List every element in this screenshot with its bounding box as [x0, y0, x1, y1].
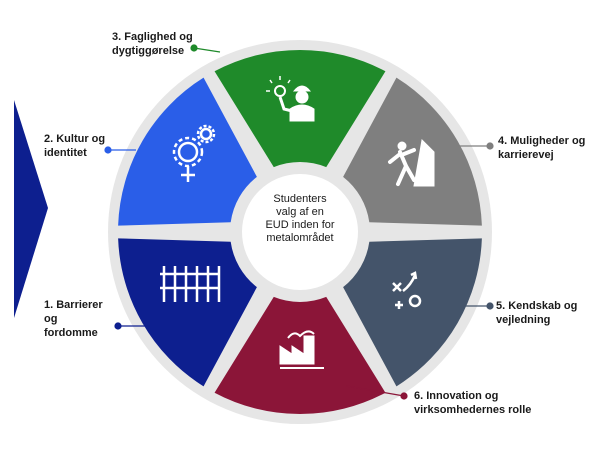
segment-2	[118, 77, 257, 226]
strategy-icon	[392, 271, 422, 309]
connector-6	[345, 385, 405, 397]
center-line: EUD inden for	[265, 219, 335, 231]
center-line: valg af en	[276, 206, 324, 218]
segment-1	[118, 238, 257, 387]
center-line: metalområdet	[266, 232, 334, 244]
connector-dot-5	[486, 302, 494, 310]
label-line: 1. Barrierer	[44, 299, 103, 311]
label-line: 5. Kendskab og	[496, 300, 578, 312]
label-segment-3: 3. Faglighed og dygtiggørelse	[112, 30, 193, 58]
label-line: dygtiggørelse	[112, 45, 185, 57]
gender-gears-icon	[172, 124, 216, 182]
label-line: 3. Faglighed og	[112, 31, 193, 43]
center-circle	[242, 174, 358, 290]
connector-dot-1	[114, 322, 122, 330]
label-segment-5: 5. Kendskab og vejledning	[496, 299, 577, 327]
connectors	[104, 44, 494, 400]
label-line: virksomhedernes rolle	[414, 404, 532, 416]
label-segment-4: 4. Muligheder og karrierevej	[498, 134, 585, 162]
connector-dot-6	[400, 392, 408, 400]
left-arrow-shape	[14, 100, 48, 318]
factory-icon	[279, 330, 324, 369]
label-line: karrierevej	[498, 149, 554, 161]
center-line: Studenters	[273, 193, 327, 205]
label-line: fordomme	[44, 327, 98, 339]
label-line: 6. Innovation og	[414, 390, 499, 402]
label-segment-6: 6. Innovation og virksomhedernes rolle	[414, 389, 531, 417]
connector-dot-3	[190, 44, 198, 52]
label-line: 2. Kultur og	[44, 133, 106, 145]
label-line: vejledning	[496, 314, 551, 326]
connector-3	[193, 47, 221, 53]
segment-5	[343, 238, 482, 387]
climber-icon	[388, 138, 435, 187]
label-line: 4. Muligheder og	[498, 135, 586, 147]
label-segment-2: 2. Kultur og identitet	[44, 132, 105, 160]
label-line: og	[44, 313, 58, 325]
label-line: identitet	[44, 147, 87, 159]
center-title: Studenters valg af en EUD inden for meta…	[246, 193, 354, 245]
worker-idea-icon	[266, 76, 315, 122]
label-segment-1: 1. Barrierer og fordomme	[44, 298, 103, 340]
connector-dot-4	[486, 142, 494, 150]
fence-icon	[160, 266, 221, 302]
connector-dot-2	[104, 146, 112, 154]
